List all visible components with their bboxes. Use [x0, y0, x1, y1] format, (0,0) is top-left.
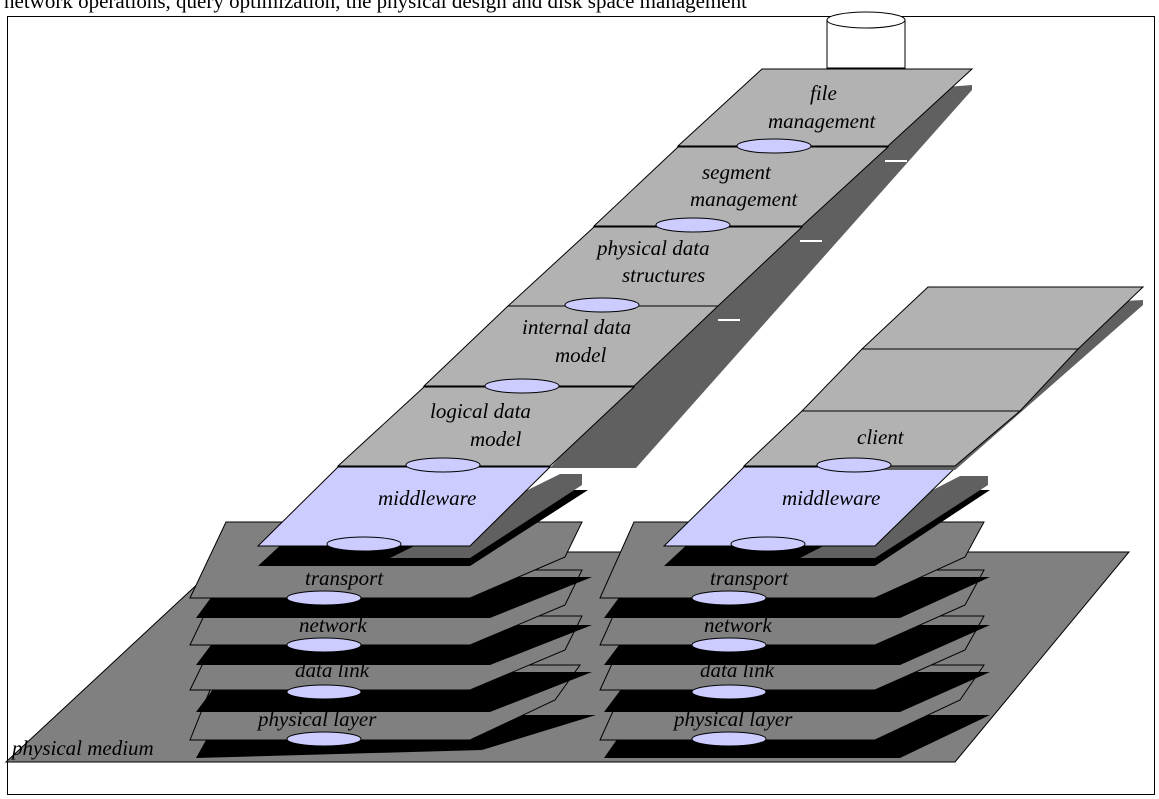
logical-data-model-plane — [336, 386, 636, 467]
left-upper-shadow — [550, 85, 972, 468]
database-cylinder-icon — [826, 11, 906, 69]
client-label: client — [857, 425, 905, 449]
left-transport-ellipse — [286, 590, 362, 606]
left-middleware-ellipse — [326, 536, 402, 552]
file-management-label-2: management — [768, 109, 876, 133]
internal-data-model-label-1: internal data — [522, 315, 631, 339]
segment-management-label-1: segment — [702, 160, 772, 184]
logical-data-model-label-2: model — [470, 427, 521, 451]
file-management-label-1: file — [810, 81, 837, 105]
left-physical-layer-ellipse — [286, 731, 362, 747]
left-transport-label: transport — [305, 566, 384, 590]
logical-data-model-ellipse — [405, 457, 481, 473]
segment-management-label-2: management — [690, 187, 798, 211]
physical-data-structures-label-2: structures — [622, 263, 705, 287]
logical-data-model-label-1: logical data — [430, 399, 531, 423]
left-data-link-ellipse — [286, 684, 362, 700]
header-text: network operations, query optimization, … — [4, 0, 747, 13]
client-ellipse — [816, 457, 892, 473]
client-upper-layer-1 — [860, 286, 1145, 350]
left-network-ellipse — [286, 637, 362, 653]
right-transport-label: transport — [710, 566, 789, 590]
right-middleware-ellipse — [730, 536, 806, 552]
file-management-ellipse — [736, 138, 812, 154]
internal-data-model-ellipse — [484, 378, 560, 394]
left-middleware-label: middleware — [378, 486, 476, 510]
internal-data-model-label-2: model — [555, 343, 606, 367]
physical-data-structures-plane — [506, 226, 804, 307]
segment-management-plane — [592, 146, 890, 227]
client-upper-layer-2 — [800, 348, 1080, 412]
physical-data-structures-label-1: physical data — [595, 236, 710, 260]
file-management-plane — [676, 68, 974, 147]
right-network-ellipse — [691, 637, 767, 653]
diagram-frame — [7, 16, 1155, 795]
right-data-link-ellipse — [691, 684, 767, 700]
segment-management-ellipse — [655, 217, 731, 233]
physical-medium-label: physical medium — [10, 736, 154, 760]
physical-data-structures-ellipse — [564, 297, 640, 313]
right-physical-layer-ellipse — [691, 731, 767, 747]
right-middleware-label: middleware — [782, 486, 880, 510]
right-transport-ellipse — [691, 590, 767, 606]
